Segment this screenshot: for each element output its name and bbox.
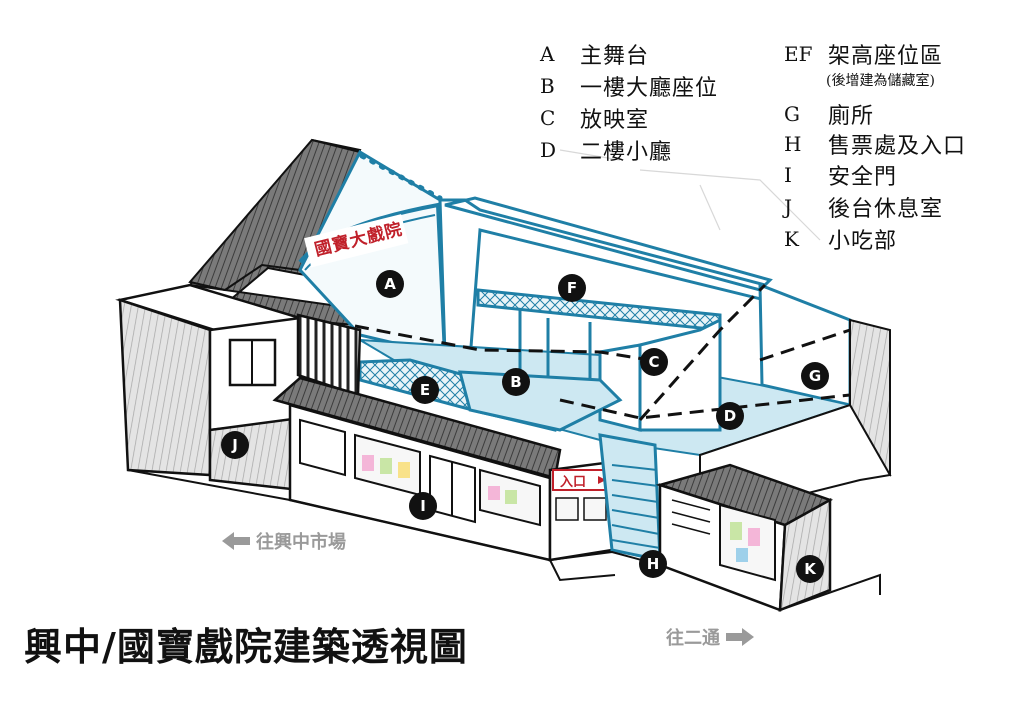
marker-d-label: D bbox=[723, 407, 737, 425]
marker-e: E bbox=[411, 376, 439, 404]
marker-k: K bbox=[796, 555, 824, 583]
legend-key: K bbox=[784, 227, 799, 251]
marker-a: A bbox=[376, 270, 404, 298]
legend-key: D bbox=[540, 138, 557, 162]
front-window-1 bbox=[299, 418, 346, 477]
left-block-front bbox=[118, 298, 212, 477]
legend-key: C bbox=[540, 106, 556, 130]
marker-f: F bbox=[558, 274, 586, 302]
legend-item-g: G 廁所 bbox=[784, 100, 875, 129]
legend-item-ef: EF 架高座位區 bbox=[784, 40, 944, 69]
marker-j-label: J bbox=[232, 436, 238, 454]
marker-g: G bbox=[801, 362, 829, 390]
hall-top-edge bbox=[444, 196, 773, 292]
ground-lines bbox=[127, 469, 881, 611]
background-sketch-lines bbox=[559, 149, 821, 241]
section-line-2 bbox=[638, 283, 767, 421]
legend-label: 架高座位區 bbox=[828, 44, 944, 69]
legend-label: 售票處及入口 bbox=[828, 134, 967, 159]
legend-label: 廁所 bbox=[828, 104, 875, 129]
legend-label: 放映室 bbox=[580, 108, 650, 133]
platform-b bbox=[458, 370, 623, 432]
legend-item-j: J 後台休息室 bbox=[784, 193, 944, 222]
legend-item-h: H 售票處及入口 bbox=[784, 130, 967, 159]
direction-right-label: 往二通 bbox=[666, 628, 720, 649]
marker-b: B bbox=[502, 368, 530, 396]
section-line-3 bbox=[559, 393, 851, 420]
marker-f-label: F bbox=[566, 279, 578, 297]
legend-key: J bbox=[784, 195, 793, 219]
stage-banner bbox=[304, 214, 409, 268]
legend-key: B bbox=[540, 74, 555, 98]
legend-label: 小吃部 bbox=[828, 229, 898, 254]
legend-item-d: D 二樓小廳 bbox=[540, 136, 673, 165]
marker-k-label: K bbox=[804, 560, 816, 578]
marker-i-label: I bbox=[420, 497, 426, 515]
marker-c: C bbox=[640, 348, 668, 376]
marker-i: I bbox=[409, 492, 437, 520]
legend-label: 後台休息室 bbox=[828, 197, 944, 222]
stage-banner-group bbox=[304, 214, 409, 268]
direction-left: 往興中市場 bbox=[222, 528, 346, 554]
arrow-left-icon bbox=[222, 532, 250, 550]
marker-b-label: B bbox=[510, 373, 522, 391]
entrance-sign-label: 入口 bbox=[560, 475, 587, 490]
legend-key: G bbox=[784, 102, 800, 126]
legend-item-b: B 一樓大廳座位 bbox=[540, 72, 719, 101]
direction-left-label: 往興中市場 bbox=[256, 532, 346, 553]
legend-label: 安全門 bbox=[828, 165, 898, 190]
legend-key: H bbox=[784, 132, 802, 156]
marker-d: D bbox=[716, 402, 744, 430]
legend-key: I bbox=[784, 163, 792, 187]
marker-h-label: H bbox=[646, 555, 660, 573]
legend-label: 主舞台 bbox=[580, 44, 650, 69]
legend-item-c: C 放映室 bbox=[540, 104, 650, 133]
marker-a-label: A bbox=[384, 275, 396, 293]
legend-item-i: I 安全門 bbox=[784, 161, 898, 190]
marker-c-label: C bbox=[648, 353, 660, 371]
legend-note-ef: (後增建為儲藏室) bbox=[826, 73, 935, 89]
legend-label: 一樓大廳座位 bbox=[580, 76, 719, 101]
section-line-1 bbox=[354, 324, 651, 362]
legend-key: A bbox=[540, 42, 555, 66]
legend-item-k: K 小吃部 bbox=[784, 225, 898, 254]
legend-label: 二樓小廳 bbox=[580, 140, 673, 165]
legend-key: EF bbox=[784, 42, 813, 66]
direction-right: 往二通 bbox=[666, 624, 754, 650]
marker-g-label: G bbox=[808, 367, 822, 385]
section-line-4 bbox=[759, 328, 851, 362]
dotted-roof-edge bbox=[359, 153, 443, 201]
diagram-title: 興中/國寶戲院建築透視圖 bbox=[24, 624, 468, 669]
balcony-f bbox=[476, 288, 722, 332]
legend-item-a: A 主舞台 bbox=[540, 40, 650, 69]
marker-h: H bbox=[639, 550, 667, 578]
marker-j: J bbox=[221, 431, 249, 459]
marker-e-label: E bbox=[419, 381, 431, 399]
arrow-right-icon bbox=[726, 628, 754, 646]
